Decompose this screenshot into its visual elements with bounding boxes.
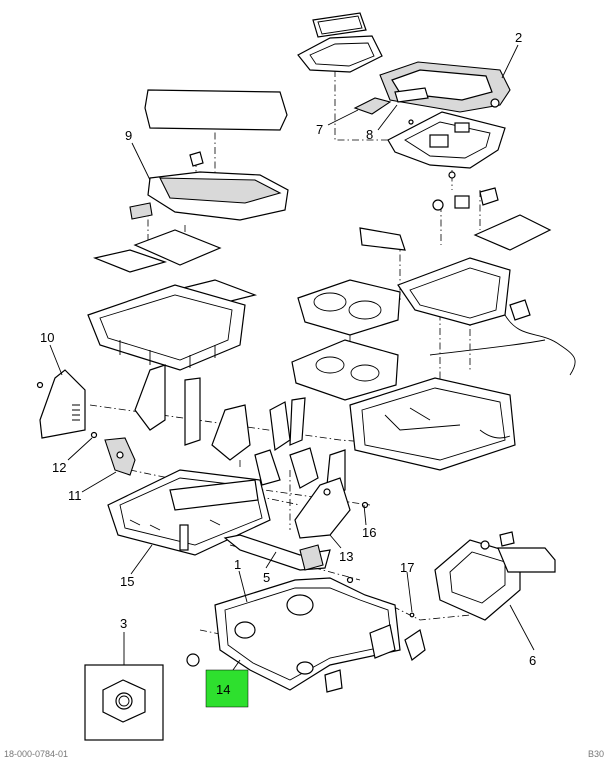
- callout-14[interactable]: 14: [216, 682, 230, 697]
- strap: [223, 534, 354, 584]
- leader-lines: [49, 44, 535, 681]
- callout-17[interactable]: 17: [400, 560, 414, 575]
- callout-14-highlight[interactable]: [205, 669, 249, 708]
- base-frame: [107, 469, 271, 556]
- cup-holder: [291, 279, 401, 401]
- storage-tray: [87, 284, 246, 371]
- upper-bracket: [397, 187, 576, 376]
- base-tray: [349, 377, 516, 471]
- callout-13[interactable]: 13: [339, 549, 353, 564]
- armrest-pad: [129, 89, 289, 221]
- end-caps: [404, 531, 556, 661]
- callout-labels: 2 7 8 9 10 12 11 16 13 15 5 1 17 6 3 14: [40, 30, 536, 697]
- inserts: [92, 214, 552, 306]
- lid-cover-assembly: [297, 12, 511, 125]
- callout-7[interactable]: 7: [316, 122, 323, 137]
- callout-10[interactable]: 10: [40, 330, 54, 345]
- callout-9[interactable]: 9: [125, 128, 132, 143]
- footer-right: B30: [588, 749, 604, 759]
- base-housing: [186, 577, 401, 693]
- hex-nut-detail: [84, 664, 164, 741]
- callout-12[interactable]: 12: [52, 460, 66, 475]
- hinge-brackets: [134, 364, 346, 507]
- callout-3[interactable]: 3: [120, 616, 127, 631]
- callout-16[interactable]: 16: [362, 525, 376, 540]
- callout-11[interactable]: 11: [68, 488, 82, 503]
- callout-1[interactable]: 1: [234, 557, 241, 572]
- callout-15[interactable]: 15: [120, 574, 134, 589]
- bracket-plate: [294, 477, 369, 539]
- callout-6[interactable]: 6: [529, 653, 536, 668]
- latch-lever: [104, 437, 136, 476]
- callout-5[interactable]: 5: [263, 570, 270, 585]
- callout-2[interactable]: 2: [515, 30, 522, 45]
- latch-plate: [387, 111, 506, 179]
- side-plate: [36, 369, 98, 439]
- callout-8[interactable]: 8: [366, 127, 373, 142]
- footer-left: 18-000-0784-01: [4, 749, 68, 759]
